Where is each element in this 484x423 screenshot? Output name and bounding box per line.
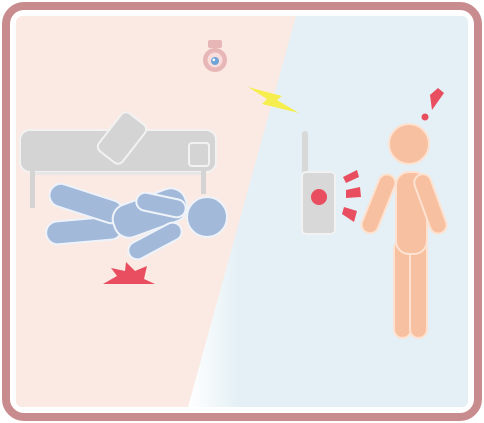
alarm-button: [311, 189, 327, 205]
